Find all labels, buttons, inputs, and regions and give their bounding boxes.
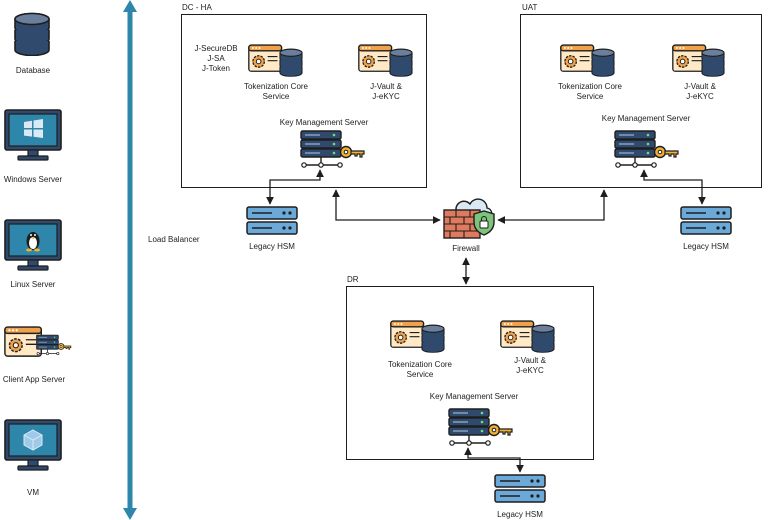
dr-tokenization-db-icon bbox=[420, 324, 446, 353]
dr-zone bbox=[346, 286, 594, 460]
dr-kms-label: Key Management Server bbox=[429, 392, 519, 401]
uat-kms-label: Key Management Server bbox=[601, 114, 691, 123]
dc-ha-zone bbox=[181, 14, 427, 188]
dc-legacy-hsm-label: Legacy HSM bbox=[249, 242, 295, 251]
dr-kms-icon bbox=[448, 408, 514, 450]
uat-vault-db-icon bbox=[700, 48, 726, 77]
dr-vault-label: J-Vault & J-eKYC bbox=[514, 356, 546, 375]
dc-tokenization-label: Tokenization Core Service bbox=[243, 82, 309, 101]
firewall-icon bbox=[443, 198, 495, 239]
dc-vault-db-icon bbox=[388, 48, 414, 77]
uat-vault-label: J-Vault & J-eKYC bbox=[684, 82, 716, 101]
firewall-label: Firewall bbox=[452, 244, 480, 253]
uat-tokenization-db-icon bbox=[590, 48, 616, 77]
dr-title: DR bbox=[347, 275, 359, 284]
uat-zone bbox=[520, 14, 762, 188]
uat-title: UAT bbox=[522, 3, 538, 12]
load-balancer-arrow bbox=[123, 0, 137, 520]
dc-ha-title: DC - HA bbox=[182, 3, 212, 12]
linux-server-icon bbox=[4, 218, 62, 272]
legend-linux-server-label: Linux Server bbox=[10, 280, 56, 289]
load-balancer-label: Load Balancer bbox=[148, 235, 200, 244]
uat-legacy-hsm-icon bbox=[680, 206, 732, 236]
dr-vault-db-icon bbox=[530, 324, 556, 353]
uat-kms-icon bbox=[614, 130, 680, 172]
legend-database-label: Database bbox=[15, 66, 51, 75]
uat-tokenization-label: Tokenization Core Service bbox=[557, 82, 623, 101]
legend-vm-label: VM bbox=[27, 488, 39, 497]
dr-legacy-hsm-icon bbox=[494, 474, 546, 504]
dc-modules-label: J-SecureDB J-SA J-Token bbox=[194, 44, 238, 73]
windows-server-icon bbox=[4, 108, 62, 162]
legend-windows-server-label: Windows Server bbox=[3, 175, 63, 184]
dc-legacy-hsm-icon bbox=[246, 206, 298, 236]
dc-kms-icon bbox=[300, 130, 366, 172]
dr-legacy-hsm-label: Legacy HSM bbox=[497, 510, 543, 519]
dc-kms-label: Key Management Server bbox=[279, 118, 369, 127]
dc-vault-label: J-Vault & J-eKYC bbox=[370, 82, 402, 101]
legend-client-app-server-label: Client App Server bbox=[2, 375, 66, 384]
dr-tokenization-label: Tokenization Core Service bbox=[387, 360, 453, 379]
vm-icon bbox=[4, 418, 62, 472]
uat-legacy-hsm-label: Legacy HSM bbox=[683, 242, 729, 251]
dc-tokenization-db-icon bbox=[278, 48, 304, 77]
